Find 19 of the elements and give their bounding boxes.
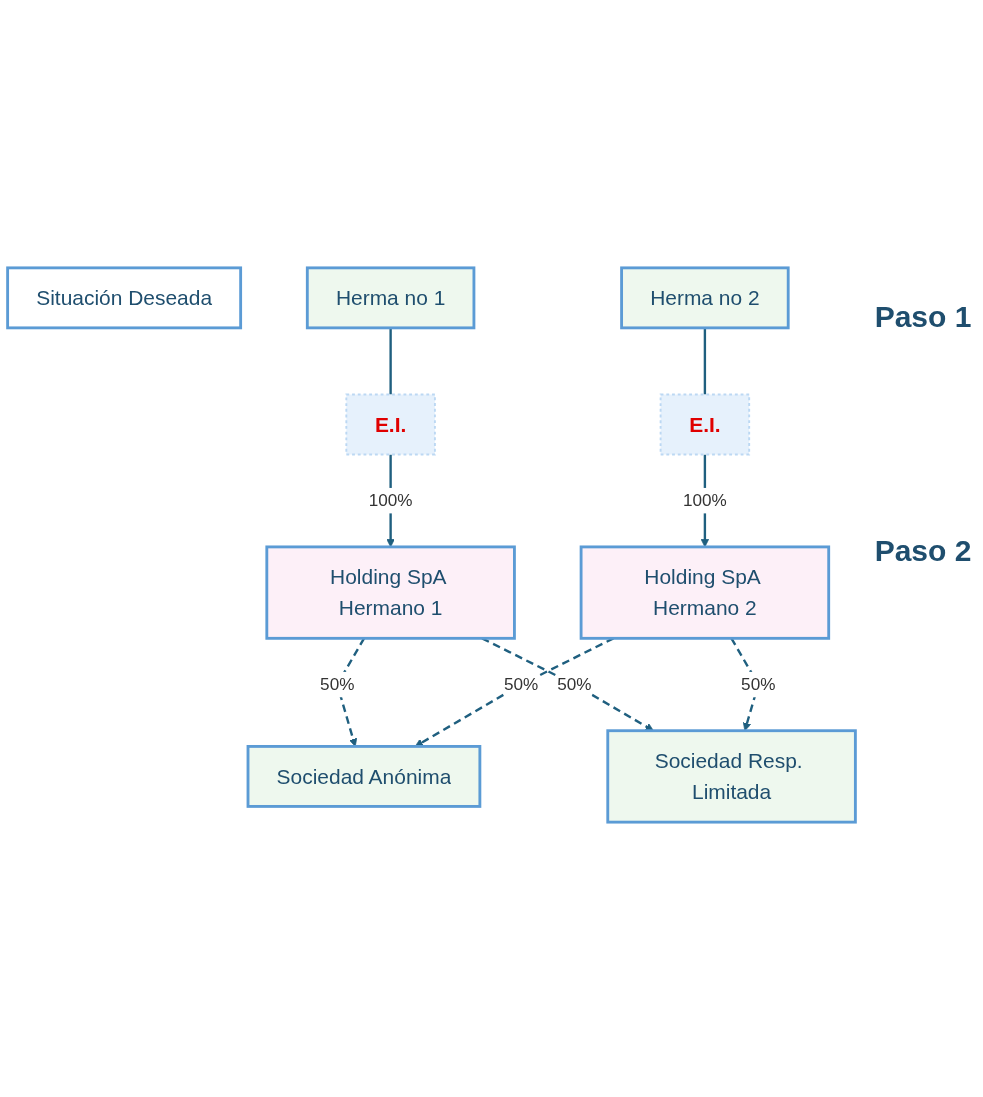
node-box: Sociedad Resp. Limitada (606, 729, 857, 824)
connector (703, 327, 707, 395)
edge-label: 50% (503, 674, 539, 694)
step-label: Paso 2 (873, 534, 973, 568)
edge-label: 100% (368, 490, 413, 510)
node-box: E.I. (659, 393, 751, 456)
connector (389, 327, 392, 395)
edge-label: 50% (741, 674, 776, 694)
edge-label: 100% (682, 490, 727, 510)
node-box: Herma no 2 (620, 266, 790, 330)
step-label: Paso 1 (873, 300, 973, 334)
node-box: Holding SpA Hermano 2 (579, 545, 831, 640)
node-box: E.I. (345, 393, 436, 456)
edge-label: 50% (557, 674, 592, 694)
node-box: Holding SpA Hermano 1 (265, 545, 516, 640)
node-box: Sociedad Anónima (246, 745, 482, 808)
node-box: Herma no 1 (305, 266, 476, 330)
node-box: Situación Deseada (6, 266, 243, 330)
edge-label: 50% (320, 674, 355, 694)
